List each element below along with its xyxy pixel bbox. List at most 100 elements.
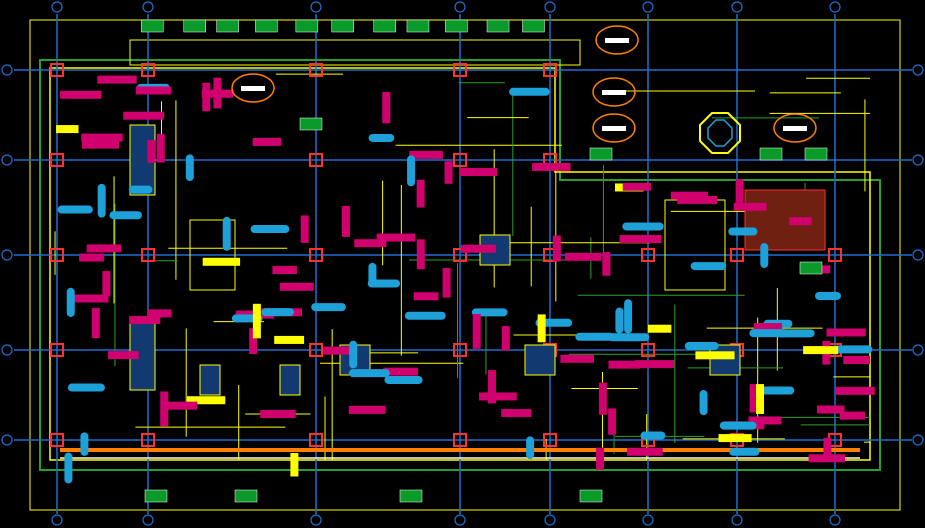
equipment-tag xyxy=(56,125,79,134)
equipment-tag xyxy=(756,384,765,414)
equipment-tag xyxy=(348,405,386,414)
equipment-tag xyxy=(624,299,633,334)
building-outline xyxy=(39,59,881,471)
equipment-tag xyxy=(823,437,832,461)
detail-callout-fixture xyxy=(605,38,629,43)
axis-bubble-top xyxy=(310,1,322,13)
equipment-tag xyxy=(300,215,309,243)
detail-callout xyxy=(595,25,639,55)
stair xyxy=(189,219,236,291)
axis-bubble-right xyxy=(912,249,924,261)
equipment-tag xyxy=(634,360,675,369)
equipment-tag xyxy=(185,154,194,181)
equipment-tag xyxy=(472,314,481,349)
equipment-tag xyxy=(202,257,241,266)
equipment-tag xyxy=(376,233,415,242)
equipment-tag xyxy=(735,179,744,203)
detail-callout xyxy=(592,113,636,143)
equipment-tag xyxy=(341,205,350,237)
equipment-tag xyxy=(86,244,121,253)
equipment-tag xyxy=(816,405,845,414)
structural-column xyxy=(641,343,655,357)
axis-bubble-top xyxy=(642,1,654,13)
detail-callout xyxy=(592,77,636,107)
equipment-tag xyxy=(749,329,789,338)
structural-column xyxy=(309,248,323,262)
equipment-block xyxy=(299,117,323,131)
structural-column xyxy=(50,343,64,357)
equipment-tag xyxy=(803,346,839,355)
equipment-tag xyxy=(416,239,425,270)
equipment-tag xyxy=(826,328,866,337)
equipment-tag xyxy=(640,431,666,440)
equipment-tag xyxy=(367,279,401,288)
walls-layer xyxy=(50,63,870,460)
axis-bubble-left xyxy=(1,249,13,261)
hatched-room xyxy=(744,189,826,251)
equipment-block xyxy=(216,19,239,33)
equipment-tag xyxy=(135,86,172,95)
equipment-tag xyxy=(760,243,769,268)
detail-callout-fixture xyxy=(783,126,807,131)
equipment-tag xyxy=(677,195,718,204)
equipment-block xyxy=(445,19,468,33)
equipment-tag xyxy=(108,351,139,360)
equipment-tag xyxy=(488,370,497,404)
axis-bubble-bottom xyxy=(642,514,654,526)
equipment-tag xyxy=(91,308,100,339)
equipment-tag xyxy=(719,421,757,430)
axis-bubble-right xyxy=(912,64,924,76)
equipment-tag xyxy=(97,183,106,218)
equipment-tag xyxy=(290,453,299,477)
equipment-tag xyxy=(718,434,752,443)
equipment-tag xyxy=(699,389,708,416)
structural-column xyxy=(543,63,557,77)
equipment-tag xyxy=(532,162,571,171)
structural-column xyxy=(453,63,467,77)
equipment-tag xyxy=(409,150,443,159)
equipment-tag xyxy=(416,179,425,208)
structural-column xyxy=(453,433,467,447)
shaft xyxy=(524,344,556,376)
structural-column xyxy=(828,248,842,262)
equipment-tag xyxy=(526,436,535,459)
equipment-tag xyxy=(274,335,305,344)
equipment-tag xyxy=(622,222,664,231)
equipment-block xyxy=(295,19,319,33)
equipment-tag xyxy=(81,140,119,149)
equipment-tag xyxy=(748,416,782,425)
equipment-tag xyxy=(80,432,89,456)
equipment-block xyxy=(486,19,510,33)
equipment-tag xyxy=(598,382,607,415)
equipment-tag xyxy=(808,454,846,463)
equipment-tag xyxy=(354,239,387,248)
equipment-tag xyxy=(413,292,439,301)
equipment-tag xyxy=(622,182,651,191)
equipment-tag xyxy=(602,252,611,276)
structural-column xyxy=(50,248,64,262)
equipment-block xyxy=(759,147,783,161)
equipment-tag xyxy=(128,185,153,194)
axis-bubble-top xyxy=(544,1,556,13)
equipment-tag xyxy=(384,375,423,384)
structural-column xyxy=(453,343,467,357)
equipment-tag xyxy=(690,262,727,271)
equipment-tag xyxy=(695,351,735,360)
equipment-tag xyxy=(442,267,451,298)
equipment-tag xyxy=(729,447,760,456)
detail-callout-fixture xyxy=(241,86,265,91)
axis-bubble-bottom xyxy=(142,514,154,526)
structural-column xyxy=(141,433,155,447)
equipment-tag xyxy=(575,332,615,341)
equipment-tag xyxy=(186,396,226,405)
structural-column xyxy=(730,248,744,262)
axis-bubble-bottom xyxy=(544,514,556,526)
equipment-tag xyxy=(67,383,105,392)
equipment-tag xyxy=(213,77,222,109)
equipment-tag xyxy=(733,202,767,211)
axis-bubble-top xyxy=(142,1,154,13)
equipment-tag xyxy=(60,90,102,99)
structural-column xyxy=(309,343,323,357)
equipment-tag xyxy=(749,384,758,413)
